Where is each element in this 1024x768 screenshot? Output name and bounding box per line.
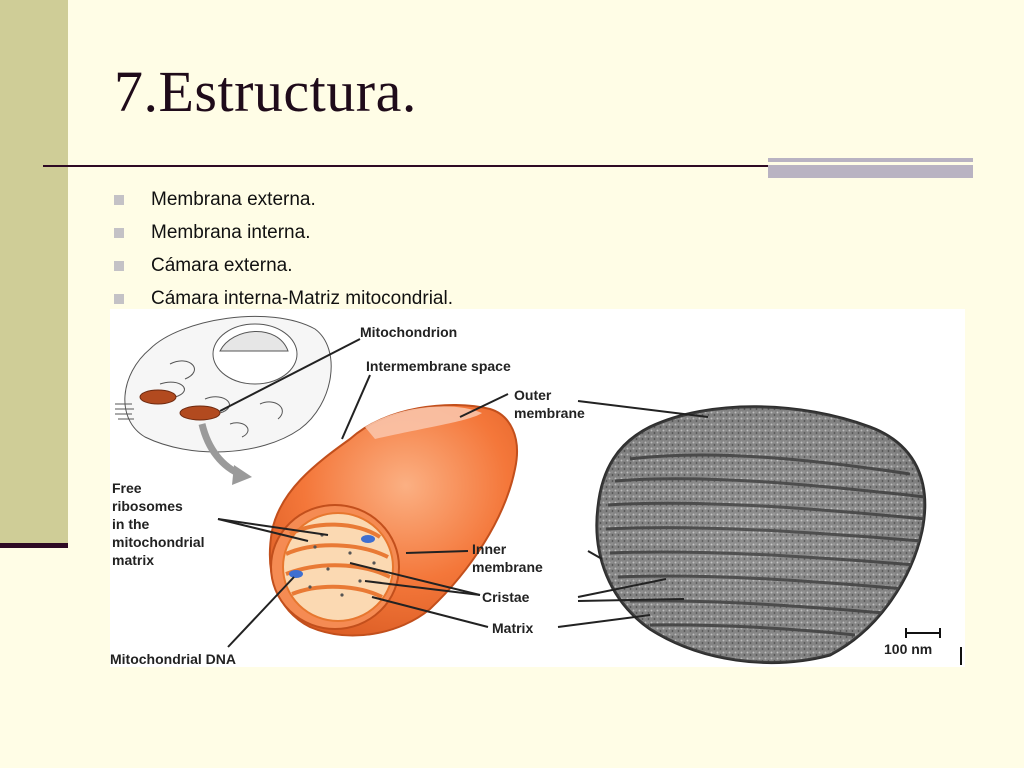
title-divider bbox=[43, 165, 973, 167]
electron-micrograph bbox=[595, 405, 927, 664]
label-free-ribosomes-line4: mitochondrial bbox=[112, 534, 205, 550]
zoom-arrow-head bbox=[232, 465, 252, 485]
label-free-ribosomes-line5: matrix bbox=[112, 552, 154, 568]
label-free-ribosomes-line2: ribosomes bbox=[112, 498, 183, 514]
bullet-text: Membrana externa. bbox=[151, 189, 316, 210]
bullet-square-icon bbox=[114, 228, 124, 238]
bullet-text: Membrana interna. bbox=[151, 222, 311, 243]
cell-sketch bbox=[115, 315, 332, 453]
label-scale-bar: 100 nm bbox=[884, 641, 932, 657]
slide-title: 7.Estructura. bbox=[114, 59, 417, 124]
side-strip bbox=[0, 0, 68, 545]
label-free-ribosomes-line1: Free bbox=[112, 480, 142, 496]
label-outer-membrane-line2: membrane bbox=[514, 405, 585, 421]
label-outer-membrane-line1: Outer bbox=[514, 387, 552, 403]
bullet-list: Membrana externa. Membrana interna. Cáma… bbox=[110, 185, 453, 317]
mitochondrion-figure: Mitochondrion Intermembrane space Outer … bbox=[110, 309, 965, 667]
bullet-square-icon bbox=[114, 261, 124, 271]
label-free-ribosomes-line3: in the bbox=[112, 516, 150, 532]
bullet-item: Membrana interna. bbox=[110, 218, 453, 251]
label-cristae: Cristae bbox=[482, 589, 530, 605]
bullet-square-icon bbox=[114, 195, 124, 205]
label-inner-membrane-line2: membrane bbox=[472, 559, 543, 575]
bullet-item: Cámara externa. bbox=[110, 251, 453, 284]
label-matrix: Matrix bbox=[492, 620, 533, 636]
bullet-square-icon bbox=[114, 294, 124, 304]
bullet-text: Cámara interna-Matriz mitocondrial. bbox=[151, 288, 453, 309]
label-mitochondrion: Mitochondrion bbox=[360, 324, 457, 340]
label-intermembrane-space: Intermembrane space bbox=[366, 358, 511, 374]
scale-bar bbox=[905, 628, 962, 665]
mitochondrion-diagram: Mitochondrion Intermembrane space Outer … bbox=[110, 315, 962, 667]
side-accent-bar bbox=[0, 543, 68, 548]
title-accent-bar bbox=[768, 158, 973, 178]
leader-lines bbox=[217, 338, 709, 648]
bullet-item: Cámara interna-Matriz mitocondrial. bbox=[110, 284, 453, 317]
bullet-text: Cámara externa. bbox=[151, 255, 293, 276]
mitochondrion-cutaway bbox=[268, 404, 518, 637]
label-inner-membrane-line1: Inner bbox=[472, 541, 507, 557]
bullet-item: Membrana externa. bbox=[110, 185, 453, 218]
label-mitochondrial-dna: Mitochondrial DNA bbox=[110, 651, 236, 667]
